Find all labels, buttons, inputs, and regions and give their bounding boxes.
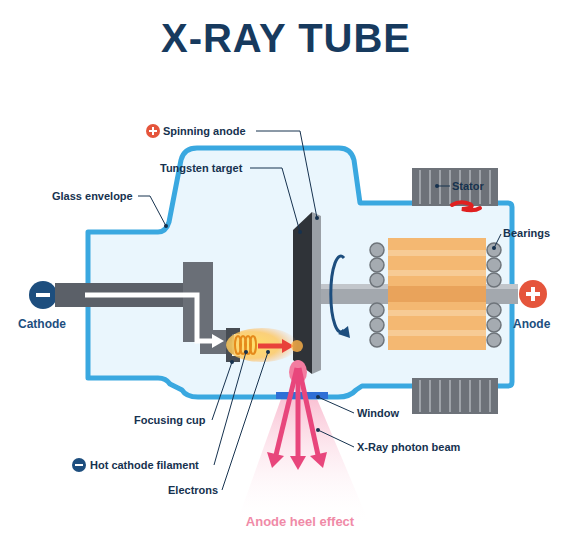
- electron-arrow: [258, 344, 283, 349]
- part-label: Hot cathode filament: [90, 458, 199, 472]
- part-label: Anode heel effect: [150, 513, 450, 530]
- xray-arrows: [276, 368, 318, 458]
- rotation-arrowhead: [338, 326, 350, 338]
- glass-envelope: [88, 148, 512, 397]
- plus-sign: [531, 287, 535, 301]
- anode-terminal: [519, 280, 547, 308]
- minus-icon: [72, 458, 86, 472]
- cathode-terminal: [29, 281, 57, 309]
- minus-sign: [75, 464, 83, 466]
- focal-spot: [291, 340, 303, 352]
- part-label: Electrons: [168, 483, 218, 497]
- part-label: X-Ray photon beam: [357, 440, 460, 454]
- current-arrow: [85, 295, 214, 341]
- target-rim: [312, 212, 321, 374]
- current-arrowhead: [212, 334, 224, 348]
- anode-shaft: [318, 284, 518, 304]
- part-label: Stator: [452, 179, 484, 193]
- part-label: Tungsten target: [160, 161, 242, 175]
- part-label: Anode: [513, 316, 550, 332]
- xray-arrowheads: [267, 452, 327, 470]
- leader-dots: [164, 184, 496, 432]
- filament-coil: [235, 336, 256, 354]
- plus-icon: [146, 124, 160, 138]
- plus-sign: [152, 127, 154, 135]
- rotation-arrow: [331, 256, 344, 332]
- rotor: [388, 238, 486, 350]
- diagram-title: X-RAY TUBE: [0, 14, 572, 62]
- part-label: Focusing cup: [134, 413, 206, 427]
- red-scribble: [452, 202, 480, 210]
- part-label: Spinning anode: [163, 124, 246, 138]
- part-label: Glass envelope: [52, 189, 133, 203]
- part-label: Bearings: [503, 226, 550, 240]
- bearings: [370, 243, 501, 347]
- electron-glow: [226, 328, 298, 362]
- leader-lines: [138, 131, 501, 490]
- part-label: Cathode: [18, 316, 66, 332]
- minus-sign: [36, 293, 50, 297]
- part-label: Window: [357, 406, 399, 420]
